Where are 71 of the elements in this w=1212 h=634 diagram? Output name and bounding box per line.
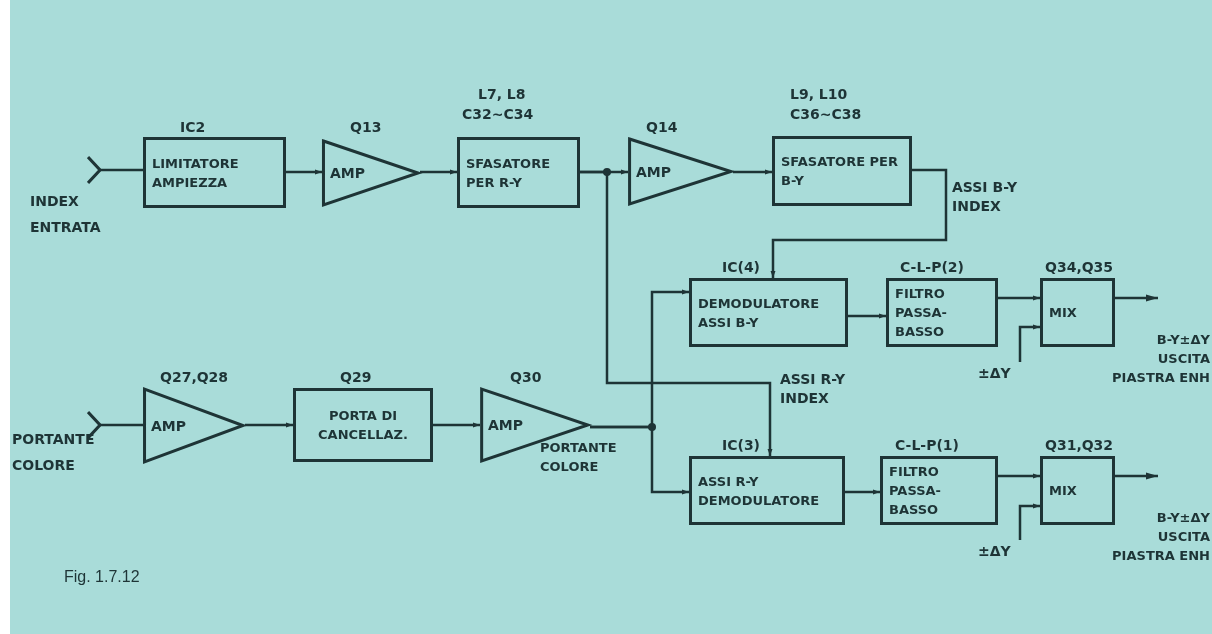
- signal-arrow: [733, 169, 772, 175]
- box-label: DEMODULATORE ASSI B-Y: [698, 294, 821, 332]
- amplifier-triangle: [143, 388, 245, 463]
- component-label: Q14: [646, 118, 678, 137]
- process-box: [293, 388, 433, 462]
- component-label: C32~C34: [462, 105, 534, 124]
- signal-arrow: [433, 422, 480, 428]
- signal-arrow: [245, 422, 293, 428]
- signal-arrow: [86, 410, 143, 440]
- amplifier-label: AMP: [330, 165, 366, 181]
- component-label: Q31,Q32: [1045, 436, 1114, 455]
- signal-label: PORTANTE COLORE: [540, 439, 618, 476]
- signal-arrow: [998, 295, 1040, 301]
- signal-arrow: [998, 473, 1040, 479]
- component-label: Q13: [350, 118, 382, 137]
- figure-caption: Fig. 1.7.12: [64, 568, 140, 586]
- signal-label: B-Y±ΔY USCITA PIASTRA ENH: [1112, 331, 1210, 387]
- box-label: ASSI R-Y DEMODULATORE: [698, 472, 821, 510]
- edge-label: ASSI B-Y INDEX: [952, 178, 1019, 216]
- component-label: Q29: [340, 368, 372, 387]
- signal-arrow: [286, 169, 322, 175]
- box-label: FILTRO PASSA-BASSO: [889, 463, 942, 519]
- signal-arrow: [1018, 503, 1040, 540]
- box-label: SFASATORE PER B-Y: [781, 153, 899, 190]
- signal-arrow: [848, 313, 886, 319]
- amplifier-label: AMP: [488, 417, 524, 433]
- process-box: [1040, 456, 1115, 525]
- box-label: SFASATORE PER R-Y: [466, 154, 552, 192]
- signal-arrow: [1115, 294, 1158, 302]
- signal-arrow: [845, 489, 880, 495]
- amplifier-triangle: [628, 138, 733, 205]
- process-box: [689, 456, 845, 525]
- component-label: C-L-P(2): [900, 258, 964, 277]
- component-label: Q27,Q28: [160, 368, 229, 387]
- signal-arrow: [770, 168, 948, 278]
- box-label: PORTA DI CANCELLAZ.: [317, 407, 409, 444]
- process-box: [689, 278, 848, 347]
- box-label: MIX: [1049, 482, 1078, 500]
- process-box: [143, 137, 286, 208]
- component-label: Q30: [510, 368, 542, 387]
- signal-arrow: [580, 170, 773, 456]
- input-label: INDEX ENTRATA: [30, 192, 100, 237]
- signal-label: ±ΔY: [978, 362, 1020, 384]
- box-label: LIMITATORE AMPIEZZA: [152, 154, 240, 192]
- signal-label: ±ΔY: [978, 540, 1020, 562]
- signal-arrow: [590, 425, 689, 495]
- signal-arrow: [1018, 324, 1040, 362]
- component-label: IC2: [180, 118, 206, 137]
- signal-arrow: [86, 155, 143, 185]
- amplifier-triangle: [322, 140, 420, 206]
- process-box: [886, 278, 998, 347]
- box-label: MIX: [1049, 304, 1078, 322]
- amplifier-label: AMP: [636, 163, 672, 180]
- signal-arrow: [420, 169, 457, 175]
- box-label: FILTRO PASSA-BASSO: [895, 285, 948, 341]
- process-box: [457, 137, 580, 208]
- signal-label: B-Y±ΔY USCITA PIASTRA ENH: [1112, 509, 1210, 565]
- process-box: [1040, 278, 1115, 347]
- component-label: L7, L8: [478, 85, 526, 104]
- component-label: C-L-P(1): [895, 436, 959, 455]
- process-box: [880, 456, 998, 525]
- component-label: IC(3): [722, 436, 761, 455]
- component-label: C36~C38: [790, 105, 862, 124]
- component-label: Q34,Q35: [1045, 258, 1114, 277]
- component-label: L9, L10: [790, 85, 848, 104]
- component-label: IC(4): [722, 258, 761, 277]
- amplifier-label: AMP: [151, 417, 187, 434]
- input-label: PORTANTE COLORE: [12, 430, 96, 475]
- process-box: [772, 136, 912, 206]
- signal-arrow: [1115, 472, 1158, 480]
- edge-label: ASSI R-Y INDEX: [780, 370, 847, 408]
